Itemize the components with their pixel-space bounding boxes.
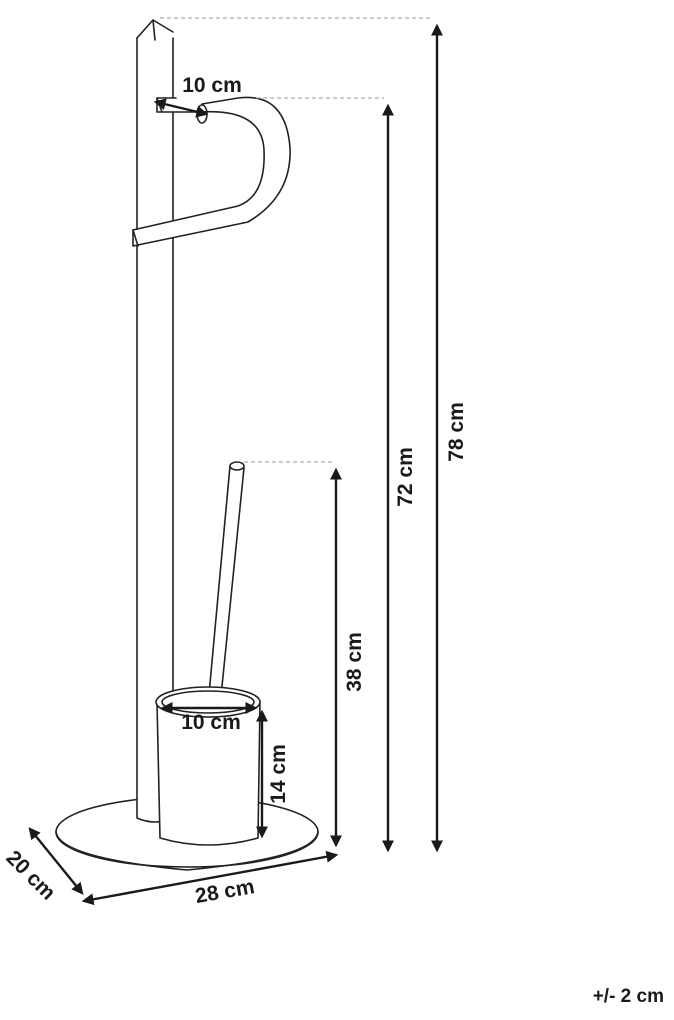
dimension-labels: 10 cm 78 cm 72 cm 38 cm 10 cm 14 cm 28 c…	[1, 74, 468, 908]
stand-drawing	[55, 19, 319, 871]
label-holder-width: 10 cm	[182, 74, 242, 97]
tolerance-note: +/- 2 cm	[592, 986, 664, 1007]
label-roll-height: 72 cm	[394, 447, 417, 507]
label-cup-height: 14 cm	[267, 744, 290, 804]
base-depth-arrow	[28, 827, 84, 895]
holder-width-arrow	[153, 98, 209, 118]
dimension-lines	[28, 17, 443, 906]
label-total-height: 78 cm	[445, 402, 468, 462]
brush-handle	[206, 465, 245, 717]
brush-cup	[156, 701, 261, 846]
base-width-arrow	[81, 850, 339, 906]
label-cup-diameter: 10 cm	[181, 711, 241, 734]
label-brush-height: 38 cm	[343, 632, 366, 692]
